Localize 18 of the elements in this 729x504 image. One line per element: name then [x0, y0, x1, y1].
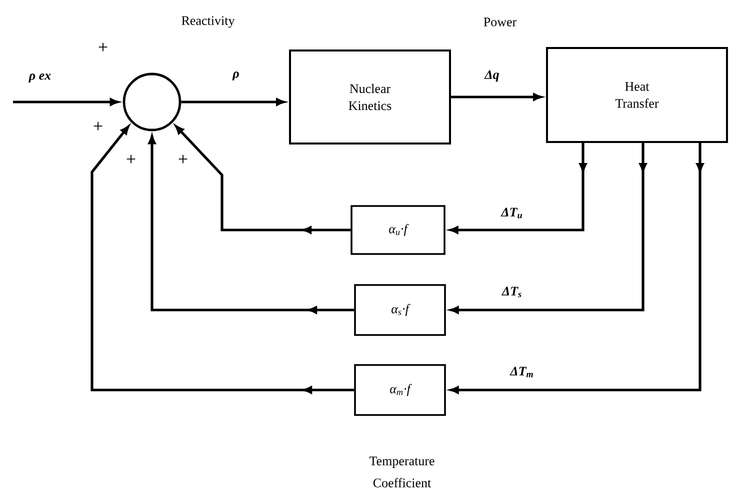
gain-box: α$_{u}$·f	[350, 205, 446, 255]
plus-sign: +	[98, 42, 108, 52]
edge-label: ρ ex	[28, 72, 52, 84]
plus-sign: +	[94, 122, 102, 130]
gain-box: α$_{s}$·f	[354, 284, 446, 336]
caption-label: Temperature Coefficient	[370, 456, 434, 488]
edge-label: Δq	[484, 69, 500, 83]
process-box: Heat Transfer	[546, 47, 728, 143]
edge-label: ρ	[232, 70, 240, 82]
edge-label: ΔT$_{m}$	[509, 366, 535, 378]
caption-label: Power	[484, 18, 516, 26]
edge-label: ΔT$_{u}$	[500, 206, 524, 220]
plus-sign: +	[126, 154, 136, 164]
gain-box: α$_{m}$·f	[354, 364, 446, 416]
process-box: Nuclear Kinetics	[289, 50, 451, 144]
edge-label: ΔT$_{s}$	[500, 286, 524, 298]
caption-label: Reactivity	[182, 16, 235, 28]
summing-junction	[122, 72, 182, 132]
